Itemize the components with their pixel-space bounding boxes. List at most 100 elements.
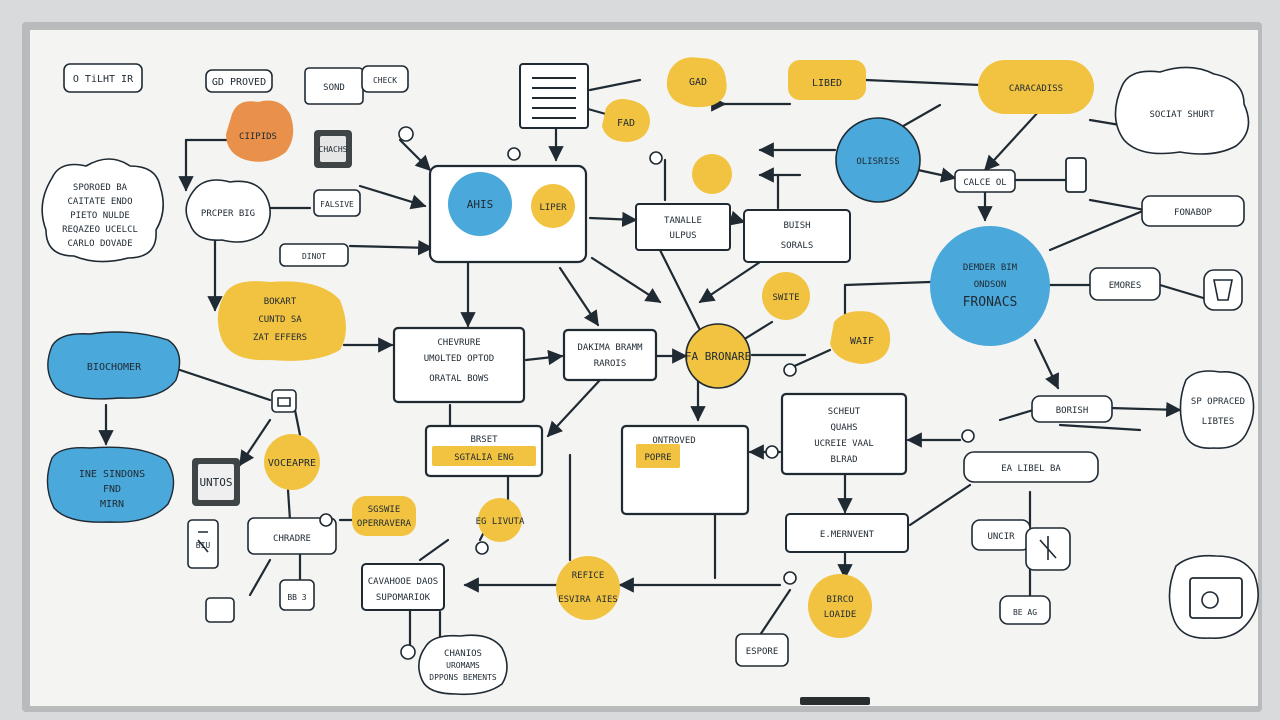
connector	[418, 538, 450, 562]
node-box-falsive	[313, 189, 361, 217]
label: QUAHS	[830, 423, 857, 433]
marker	[398, 126, 414, 142]
label: AHIS	[467, 198, 494, 211]
node-blue-ahis	[448, 172, 512, 236]
label: REQAZEO UCELCL	[62, 225, 138, 235]
node-box-bottom-right	[999, 595, 1051, 625]
labels: O TiLHT IR GD PROVED SOND CHECK GAD FAD …	[62, 74, 1245, 682]
marker	[475, 541, 489, 555]
node-orange-chachs	[226, 100, 294, 162]
label: DEMDER BIM	[963, 263, 1018, 273]
label: ORATAL BOWS	[429, 374, 489, 384]
label: CAVAHOOE DAOS	[368, 577, 438, 587]
node-box-cuntd	[1089, 267, 1161, 301]
label: PIETO NULDE	[70, 211, 130, 221]
node-yellow-small	[692, 154, 732, 194]
cloud-spoboed	[41, 158, 164, 263]
node-box-bb3	[735, 633, 789, 667]
node-box-blrad	[785, 513, 909, 553]
label: OLISRISS	[856, 157, 899, 167]
label: GAD	[689, 77, 707, 88]
cloud-sociat	[1114, 66, 1250, 155]
connector	[1033, 338, 1060, 390]
document-icon	[519, 63, 589, 129]
connector	[1088, 118, 1122, 127]
label: WAIF	[850, 336, 874, 347]
label: SOND	[323, 83, 345, 93]
node-blue-fronacs	[930, 226, 1050, 346]
label: LIPER	[539, 203, 567, 213]
label: BLRAD	[830, 455, 857, 465]
label: CHACHS	[319, 145, 348, 154]
node-box-t02	[205, 69, 273, 93]
node-box-biu	[279, 579, 315, 611]
label: TANALLE	[664, 216, 702, 226]
node-yellow-waif	[685, 323, 751, 389]
label: BIOCHOMER	[87, 362, 142, 373]
node-yellow-caracadiss	[978, 60, 1094, 114]
label: RAROIS	[594, 359, 627, 369]
label: DINOT	[302, 252, 326, 261]
node-box-umolted	[392, 326, 526, 404]
label: ONDSON	[974, 280, 1007, 290]
label: FAD	[617, 118, 635, 129]
marker	[649, 151, 663, 165]
lamp-icon	[1203, 269, 1243, 311]
node-yellow-fad	[602, 99, 650, 142]
label: REFICE	[572, 571, 605, 581]
node-box-calce	[954, 169, 1016, 193]
label: CHECK	[373, 76, 397, 85]
label: CIIPIDS	[239, 132, 277, 142]
tool-icon	[1039, 536, 1057, 560]
label: LIBED	[812, 78, 842, 89]
label: E.MERNVENT	[820, 530, 875, 540]
connector	[1108, 401, 1182, 418]
marker	[783, 571, 797, 585]
node-box-esvira	[361, 563, 445, 611]
camera-glyph	[277, 397, 291, 407]
node-box-swite	[780, 392, 908, 476]
node-yellow-mirn	[264, 434, 320, 490]
label: MIRN	[100, 499, 124, 510]
phone-icon	[1065, 157, 1087, 193]
marker-tray	[800, 697, 870, 705]
label: SGSWIE	[368, 505, 401, 515]
connector	[248, 558, 272, 597]
label: FRONACS	[963, 295, 1018, 310]
label: ESVIRA AIES	[558, 595, 618, 605]
node-yellow-popre	[478, 498, 522, 542]
node-blue-olisriss	[835, 117, 921, 203]
label: BORISH	[1056, 406, 1089, 416]
label: PRCPER BIG	[201, 209, 255, 219]
label: FONABOP	[1174, 208, 1213, 218]
node-box-fonabop	[1141, 195, 1245, 227]
node-yellow-loaide	[556, 556, 620, 620]
connector	[908, 483, 972, 527]
phone-icon-left	[187, 519, 219, 569]
label: GD PROVED	[212, 77, 266, 88]
connector	[1048, 208, 1147, 252]
label: BE AG	[1013, 608, 1037, 617]
label: FA BRONARE	[685, 350, 751, 363]
connector	[843, 280, 932, 287]
node-box-libed	[788, 60, 866, 100]
connector	[728, 210, 746, 226]
connector	[286, 488, 292, 522]
label: CUNTD SA	[258, 315, 302, 325]
connector	[293, 408, 302, 437]
connector	[1088, 198, 1147, 212]
monitor-icon	[1189, 577, 1243, 619]
connector	[348, 239, 434, 256]
label: ULPUS	[669, 231, 696, 241]
connector	[546, 378, 602, 438]
label: FND	[103, 484, 121, 495]
cloud-libtes	[1179, 370, 1255, 449]
label: CHANIOS	[444, 649, 482, 659]
label: CAITATE ENDO	[67, 197, 132, 207]
label: CALCE OL	[963, 178, 1006, 188]
label: CARACADISS	[1009, 84, 1063, 94]
label: ESPORE	[746, 647, 779, 657]
node-yellow-vocea	[432, 446, 536, 466]
phone-glyph	[197, 531, 209, 553]
